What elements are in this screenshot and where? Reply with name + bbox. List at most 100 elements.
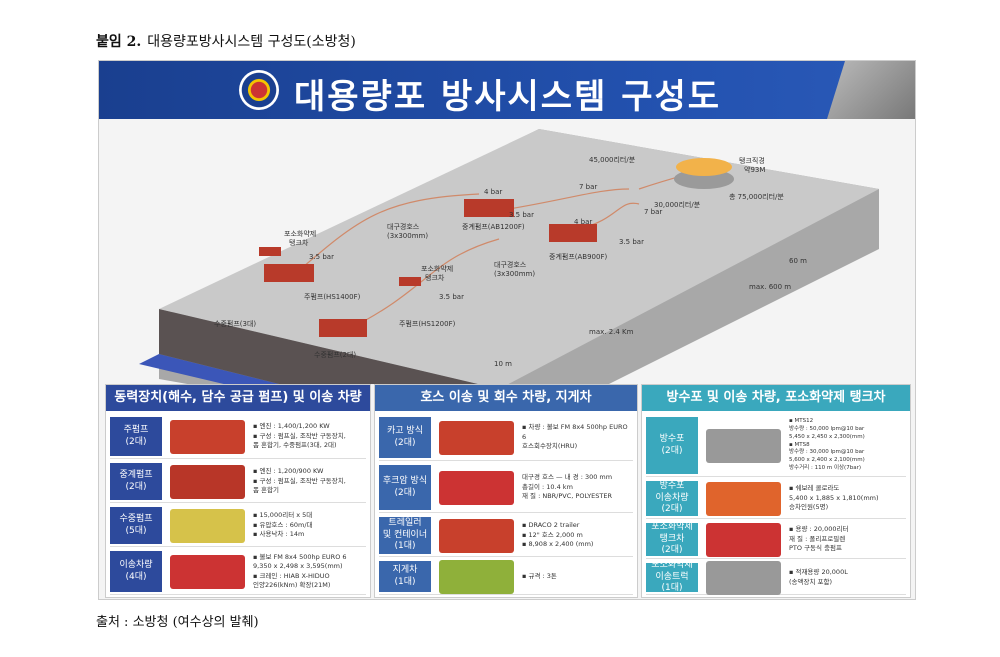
row-spec: ▪ 볼보 FM 8x4 500hp EURO 6 9,350 x 2,498 x… — [253, 552, 347, 589]
figure-banner: 대용량포 방사시스템 구성도 — [99, 61, 915, 119]
row-forklift: 지게차 (1대) ▪ 규격 : 3톤 — [379, 559, 633, 595]
row-monitor: 방수포 (2대) ▪ MTS12 방수량 : 50,000 lpm@10 bar … — [646, 415, 906, 477]
row-tag: 중계펌프 (2대) — [110, 463, 162, 500]
caption-label: 붙임 2. — [96, 34, 142, 50]
label-relay-ab1200f: 중계펌프(AB1200F) — [462, 222, 525, 231]
row-cargo: 카고 방식 (2대) ▪ 차량 : 볼보 FM 8x4 500hp EURO 6 … — [379, 415, 633, 461]
panel-title: 동력장치(해수, 담수 공급 펌프) 및 이송 차량 — [106, 385, 370, 411]
row-tag: 주펌프 (2대) — [110, 417, 162, 456]
row-spec: ▪ 규격 : 3톤 — [522, 571, 557, 580]
figure-title: 대용량포 방사시스템 구성도 — [294, 77, 722, 117]
row-tag: 수중펌프 (5대) — [110, 507, 162, 544]
row-spec: 대구경 호스 — 내 경 : 300 mm 총길이 : 10.4 km 재 질 … — [522, 473, 613, 501]
label-bar: 7 bar — [644, 208, 662, 216]
label-93m: 약93M — [744, 165, 765, 174]
main-pump-image — [170, 419, 245, 454]
label-hose-2: 대구경호스 — [494, 260, 527, 269]
row-spec: ▪ 쉐보레 콜로라도 5,400 x 1,885 x 1,810(mm) 승차인… — [789, 484, 879, 512]
figure-caption: 붙임 2. 대용량포방사시스템 구성도(소방청) — [96, 31, 356, 51]
row-tag: 포소화약제 이송트럭 (1대) — [646, 560, 698, 593]
row-spec: ▪ 엔진 : 1,200/900 KW ▪ 구성 : 펌프실, 조작반 구동장치… — [253, 467, 346, 495]
label-10m: 10 m — [494, 360, 512, 368]
label-bar: 7 bar — [579, 183, 597, 191]
system-diagram-figure: 대용량포 방사시스템 구성도 45,000리터/분 탱크직경 약93M 총 75… — [98, 60, 916, 600]
panel-monitors-foam: 방수포 및 이송 차량, 포소화약제 탱크차 방수포 (2대) ▪ MTS12 방… — [641, 384, 911, 598]
row-tag: 트레일러 및 컨테이너 (1대) — [379, 517, 431, 554]
panel-hose-vehicles: 호스 이송 및 회수 차량, 지게차 카고 방식 (2대) ▪ 차량 : 볼보 F… — [374, 384, 638, 598]
row-trailer: 트레일러 및 컨테이너 (1대) ▪ DRACO 2 trailer ▪ 12" … — [379, 515, 633, 557]
row-spec: ▪ 적재용량 20,000L (송액장치 포함) — [789, 568, 848, 586]
row-tag: 이송차량 (4대) — [110, 551, 162, 592]
row-monitor-vehicle: 방수포 이송차량 (2대)▪ 쉐보레 콜로라도 5,400 x 1,885 x … — [646, 479, 906, 519]
label-sub-2: 수중펌프(2대) — [314, 350, 356, 359]
label-bar: 3.5 bar — [439, 293, 464, 301]
label-sub-3: 수중펌프(3대) — [214, 319, 256, 328]
pumps — [259, 199, 597, 337]
row-spec: ▪ 15,000리터 x 5대 ▪ 유압호스 : 60m/대 ▪ 사용낙차 : … — [253, 511, 313, 539]
row-spec: ▪ 차량 : 볼보 FM 8x4 500hp EURO 6 호스회수장치(HRU… — [522, 423, 628, 451]
relay-pump-ab900f — [549, 224, 597, 242]
label-flow-45000: 45,000리터/분 — [589, 155, 636, 164]
tank-fire — [676, 158, 732, 176]
label-foam-1: 포소화약제 — [284, 229, 316, 238]
label-main-hs1400f: 주펌프(HS1400F) — [304, 292, 361, 301]
label-bar: 4 bar — [484, 188, 502, 196]
foam-tank-truck-1 — [259, 247, 281, 256]
row-tag: 방수포 (2대) — [646, 417, 698, 474]
row-spec: ▪ DRACO 2 trailer ▪ 12" 호스 2,000 m ▪ 8,9… — [522, 521, 594, 549]
fire-agency-logo-icon — [239, 70, 279, 110]
cargo-truck-image — [439, 420, 514, 455]
label-flow-30000: 30,000리터/분 — [654, 200, 701, 209]
main-pump-hs1200f — [319, 319, 367, 337]
foam-truck-image — [706, 560, 781, 595]
row-foam-tanker: 포소화약제 탱크차 (2대) ▪ 용량 : 20,000리터 재 질 : 폴리프로… — [646, 521, 906, 559]
hoses — [288, 170, 700, 330]
label-hose-1: 대구경호스 — [387, 222, 420, 231]
label-bar: 3.5 bar — [619, 238, 644, 246]
label-total-flow: 총 75,000리터/분 — [729, 192, 784, 201]
trailer-image — [439, 518, 514, 553]
row-tag: 후크암 방식 (2대) — [379, 465, 431, 510]
relay-pump-image — [170, 464, 245, 499]
row-spec: ▪ MTS12 방수량 : 50,000 lpm@10 bar 5,450 x … — [789, 417, 865, 472]
label-foam-2: 포소화약제 — [421, 264, 453, 273]
caption-text: 대용량포방사시스템 구성도(소방청) — [147, 34, 356, 50]
row-main-pump: 주펌프 (2대) ▪ 엔진 : 1,400/1,200 KW ▪ 구성 : 펌프실… — [110, 415, 366, 459]
row-relay-pump: 중계펌프 (2대) ▪ 엔진 : 1,200/900 KW ▪ 구성 : 펌프실,… — [110, 461, 366, 503]
foam-tanker-image — [706, 522, 781, 557]
row-transport-vehicle: 이송차량 (4대) ▪ 볼보 FM 8x4 500hp EURO 6 9,350 … — [110, 549, 366, 595]
relay-pump-ab1200f — [464, 199, 514, 217]
row-foam-truck: 포소화약제 이송트럭 (1대) ▪ 적재용량 20,000L (송액장치 포함) — [646, 560, 906, 595]
label-tank-diameter: 탱크직경 — [739, 156, 765, 165]
main-pump-hs1400f — [264, 264, 314, 282]
hookarm-truck-image — [439, 470, 514, 505]
label-foam-1b: 탱크차 — [289, 238, 309, 247]
row-tag: 카고 방식 (2대) — [379, 417, 431, 458]
row-spec: ▪ 용량 : 20,000리터 재 질 : 폴리프로필렌 PTO 구동식 충펌프 — [789, 525, 849, 553]
label-foam-2b: 탱크차 — [425, 273, 445, 282]
label-60m: 60 m — [789, 257, 807, 265]
isometric-diagram: 45,000리터/분 탱크직경 약93M 총 75,000리터/분 30,000… — [139, 129, 879, 384]
row-spec: ▪ 엔진 : 1,400/1,200 KW ▪ 구성 : 펌프실, 조작반 구동… — [253, 422, 346, 450]
panel-title: 호스 이송 및 회수 차량, 지게차 — [375, 385, 637, 411]
panel-power-units: 동력장치(해수, 담수 공급 펌프) 및 이송 차량 주펌프 (2대) ▪ 엔진 … — [105, 384, 371, 598]
row-hookarm: 후크암 방식 (2대) 대구경 호스 — 내 경 : 300 mm 총길이 : 1… — [379, 463, 633, 513]
panel-title: 방수포 및 이송 차량, 포소화약제 탱크차 — [642, 385, 910, 411]
row-submersible-pump: 수중펌프 (5대) ▪ 15,000리터 x 5대 ▪ 유압호스 : 60m/대 … — [110, 505, 366, 547]
banner-photo — [827, 61, 915, 119]
forklift-image — [439, 559, 514, 594]
monitor-image — [706, 428, 781, 463]
foam-tank-truck-2 — [399, 277, 421, 286]
source-note: 출처 : 소방청 (여수상의 발췌) — [96, 615, 259, 630]
sea — [139, 354, 279, 384]
transport-truck-image — [170, 554, 245, 589]
label-600m: max. 600 m — [749, 283, 791, 291]
label-main-hs1200f: 주펌프(HS1200F) — [399, 319, 456, 328]
label-bar: 3.5 bar — [509, 211, 534, 219]
pickup-image — [706, 481, 781, 516]
label-2-4km: max. 2.4 Km — [589, 328, 634, 336]
row-tag: 지게차 (1대) — [379, 561, 431, 592]
label-bar: 4 bar — [574, 218, 592, 226]
ground-cliff — [159, 309, 478, 384]
row-tag: 포소화약제 탱크차 (2대) — [646, 522, 698, 556]
